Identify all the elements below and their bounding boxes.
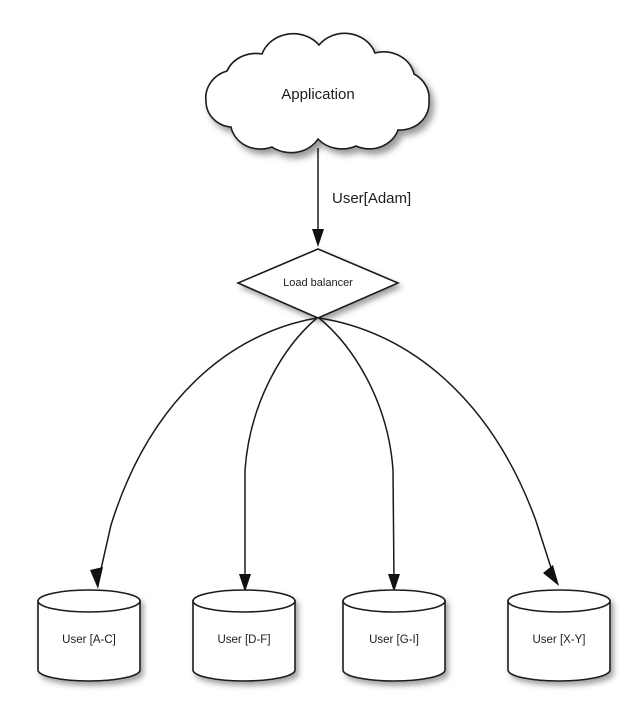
edge-line-shard-2 xyxy=(244,317,318,581)
load-balancer-label: Load balancer xyxy=(283,277,353,289)
database-icon xyxy=(507,589,611,682)
edge-label-user-adam: User[Adam] xyxy=(332,190,411,207)
node-database-2[interactable]: User [D-F] xyxy=(192,589,296,682)
arrow-head-shard-3 xyxy=(388,574,400,592)
database-icon xyxy=(192,589,296,682)
database-2-label: User [D-F] xyxy=(217,634,270,646)
edge-app-to-balancer: User[Adam] xyxy=(312,148,411,247)
arrow-head-shard-2 xyxy=(239,574,251,592)
node-database-1[interactable]: User [A-C] xyxy=(37,589,141,682)
application-label: Application xyxy=(281,86,354,103)
arrow-head-balancer xyxy=(312,229,324,247)
edge-line-shard-1 xyxy=(98,317,318,579)
node-database-4[interactable]: User [X-Y] xyxy=(507,589,611,682)
database-icon xyxy=(37,589,141,682)
node-database-3[interactable]: User [G-I] xyxy=(342,589,446,682)
cloud-icon xyxy=(205,32,430,154)
database-icon xyxy=(342,589,446,682)
arrow-head-shard-1 xyxy=(90,567,103,589)
node-load-balancer[interactable]: Load balancer xyxy=(235,248,401,319)
arrow-head-shard-4 xyxy=(543,565,559,586)
edge-line-shard-3 xyxy=(318,317,395,582)
database-3-label: User [G-I] xyxy=(369,634,419,646)
edge-fanout-group xyxy=(90,317,559,592)
database-1-label: User [A-C] xyxy=(62,634,116,646)
database-4-label: User [X-Y] xyxy=(532,634,585,646)
node-application[interactable]: Application xyxy=(205,32,430,154)
diamond-icon xyxy=(235,248,401,319)
edge-line-shard-4 xyxy=(318,317,554,575)
